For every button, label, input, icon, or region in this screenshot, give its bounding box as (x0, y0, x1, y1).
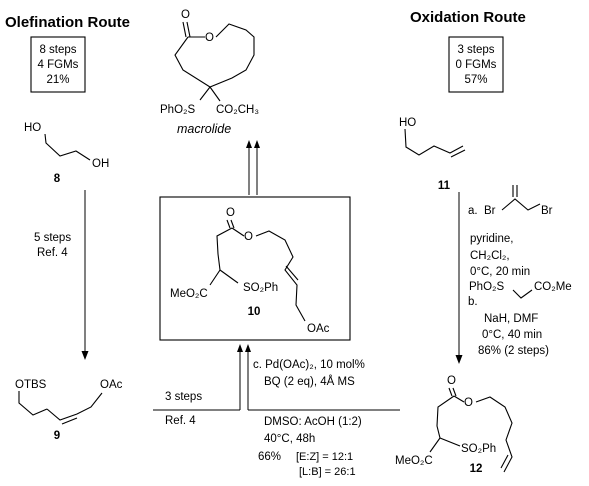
condition-a-temp: 0°C, 20 min (470, 266, 530, 278)
compound-10-oac: OAc (307, 323, 330, 335)
macrolide-carbonyl-o: O (181, 9, 190, 21)
compound-8-ho: HO (24, 122, 41, 134)
compound-10-label: 10 (248, 306, 261, 318)
condition-b-base: NaH, DMF (484, 313, 538, 325)
arrow-c-to-10 (237, 344, 400, 411)
condition-b-ester: CO₂Me (534, 281, 572, 293)
compound-9-label: 9 (54, 430, 60, 442)
compound-12-so2ph: SO₂Ph (461, 443, 496, 455)
oxidation-fgms: 0 FGMs (456, 59, 497, 71)
compound-11-label: 11 (438, 180, 451, 192)
compound-11: HO 11 (399, 117, 466, 192)
step-c-ez-ratio: [E:Z] = 12:1 (296, 451, 353, 463)
condition-a-base: pyridine, (470, 233, 513, 245)
compound-10-ester-o: O (244, 231, 253, 243)
macrolide-ring-o: O (205, 32, 214, 44)
arrow-10-to-macrolide (246, 140, 260, 195)
bromide-br-left: Br (484, 205, 496, 217)
macrolide-structure: O O PhO₂S CO₂CH₃ macrolide (160, 9, 259, 136)
oxidation-stats-box: 3 steps 0 FGMs 57% (448, 36, 504, 93)
compound-11-ho: HO (399, 117, 416, 129)
condition-b-prefix: b. (468, 296, 478, 308)
arrow-9-to-10: 3 steps Ref. 4 (153, 391, 240, 427)
compound-12-meo2c: MeO₂C (395, 455, 433, 467)
bromide-br-right: Br (541, 205, 553, 217)
compound-12: O O MeO₂C SO₂Ph 12 (395, 375, 513, 475)
compound-8: HO OH 8 (24, 122, 109, 185)
arrow-8-to-9-steps: 5 steps (34, 232, 71, 244)
compound-12-label: 12 (470, 463, 483, 475)
compound-10: O O MeO₂C SO₂Ph OAc 10 (170, 207, 330, 335)
oxidation-conditions: a. pyridine, CH₂Cl₂, 0°C, 20 min PhO₂S C… (468, 205, 572, 357)
macrolide-name: macrolide (177, 122, 231, 136)
compound-9: OTBS OAc 9 (15, 379, 123, 442)
step-c-additives: BQ (2 eq), 4Å MS (264, 375, 355, 388)
compound-10-so2ph: SO₂Ph (243, 282, 278, 294)
arrow-8-to-9-ref: Ref. 4 (37, 247, 68, 259)
olefination-fgms: 4 FGMs (38, 59, 79, 71)
olefination-steps: 8 steps (39, 44, 76, 56)
oxidation-steps: 3 steps (457, 44, 494, 56)
step-c-catalyst: c. Pd(OAc)₂, 10 mol% (253, 359, 365, 371)
macrolide-so2ph: PhO₂S (160, 104, 195, 116)
arrow-11-to-12 (455, 192, 463, 364)
step-c-lb-ratio: [L:B] = 26:1 (299, 466, 356, 478)
compound-10-meo2c: MeO₂C (170, 288, 208, 300)
oxidation-yield: 57% (464, 74, 487, 86)
compound-12-ester-o: O (464, 397, 473, 409)
condition-b-temp: 0°C, 40 min (482, 329, 542, 341)
compound-10-carbonyl-o: O (226, 207, 235, 219)
compound-8-label: 8 (54, 173, 61, 185)
step-c-yield: 66% (258, 451, 281, 463)
arrow-8-to-9: 5 steps Ref. 4 (34, 190, 89, 360)
condition-a-solvent: CH₂Cl₂, (470, 250, 510, 262)
bromoacetyl-bromide: Br Br (484, 185, 553, 217)
step-c-temp-time: 40°C, 48h (264, 433, 315, 445)
condition-b-yield: 86% (2 steps) (478, 345, 549, 357)
macrolide-co2ch3: CO₂CH₃ (216, 104, 259, 116)
step-c-conditions: c. Pd(OAc)₂, 10 mol% BQ (2 eq), 4Å MS DM… (253, 359, 365, 478)
condition-b-sulfone: PhO₂S (469, 281, 504, 293)
condition-a-prefix: a. (468, 205, 478, 217)
compound-12-carbonyl-o: O (447, 375, 456, 387)
olefination-stats-box: 8 steps 4 FGMs 21% (30, 36, 86, 93)
olefination-route-title: Olefination Route (5, 14, 130, 31)
compound-8-oh: OH (92, 158, 109, 170)
compound-9-oac: OAc (100, 379, 123, 391)
step-c-solvent: DMSO: AcOH (1:2) (264, 416, 362, 428)
arrow-9-to-10-ref: Ref. 4 (165, 415, 196, 427)
arrow-9-to-10-steps: 3 steps (165, 391, 202, 403)
compound-9-otbs: OTBS (15, 379, 47, 391)
compound-10-box (159, 196, 351, 341)
olefination-yield: 21% (46, 74, 69, 86)
oxidation-route-title: Oxidation Route (410, 9, 526, 26)
